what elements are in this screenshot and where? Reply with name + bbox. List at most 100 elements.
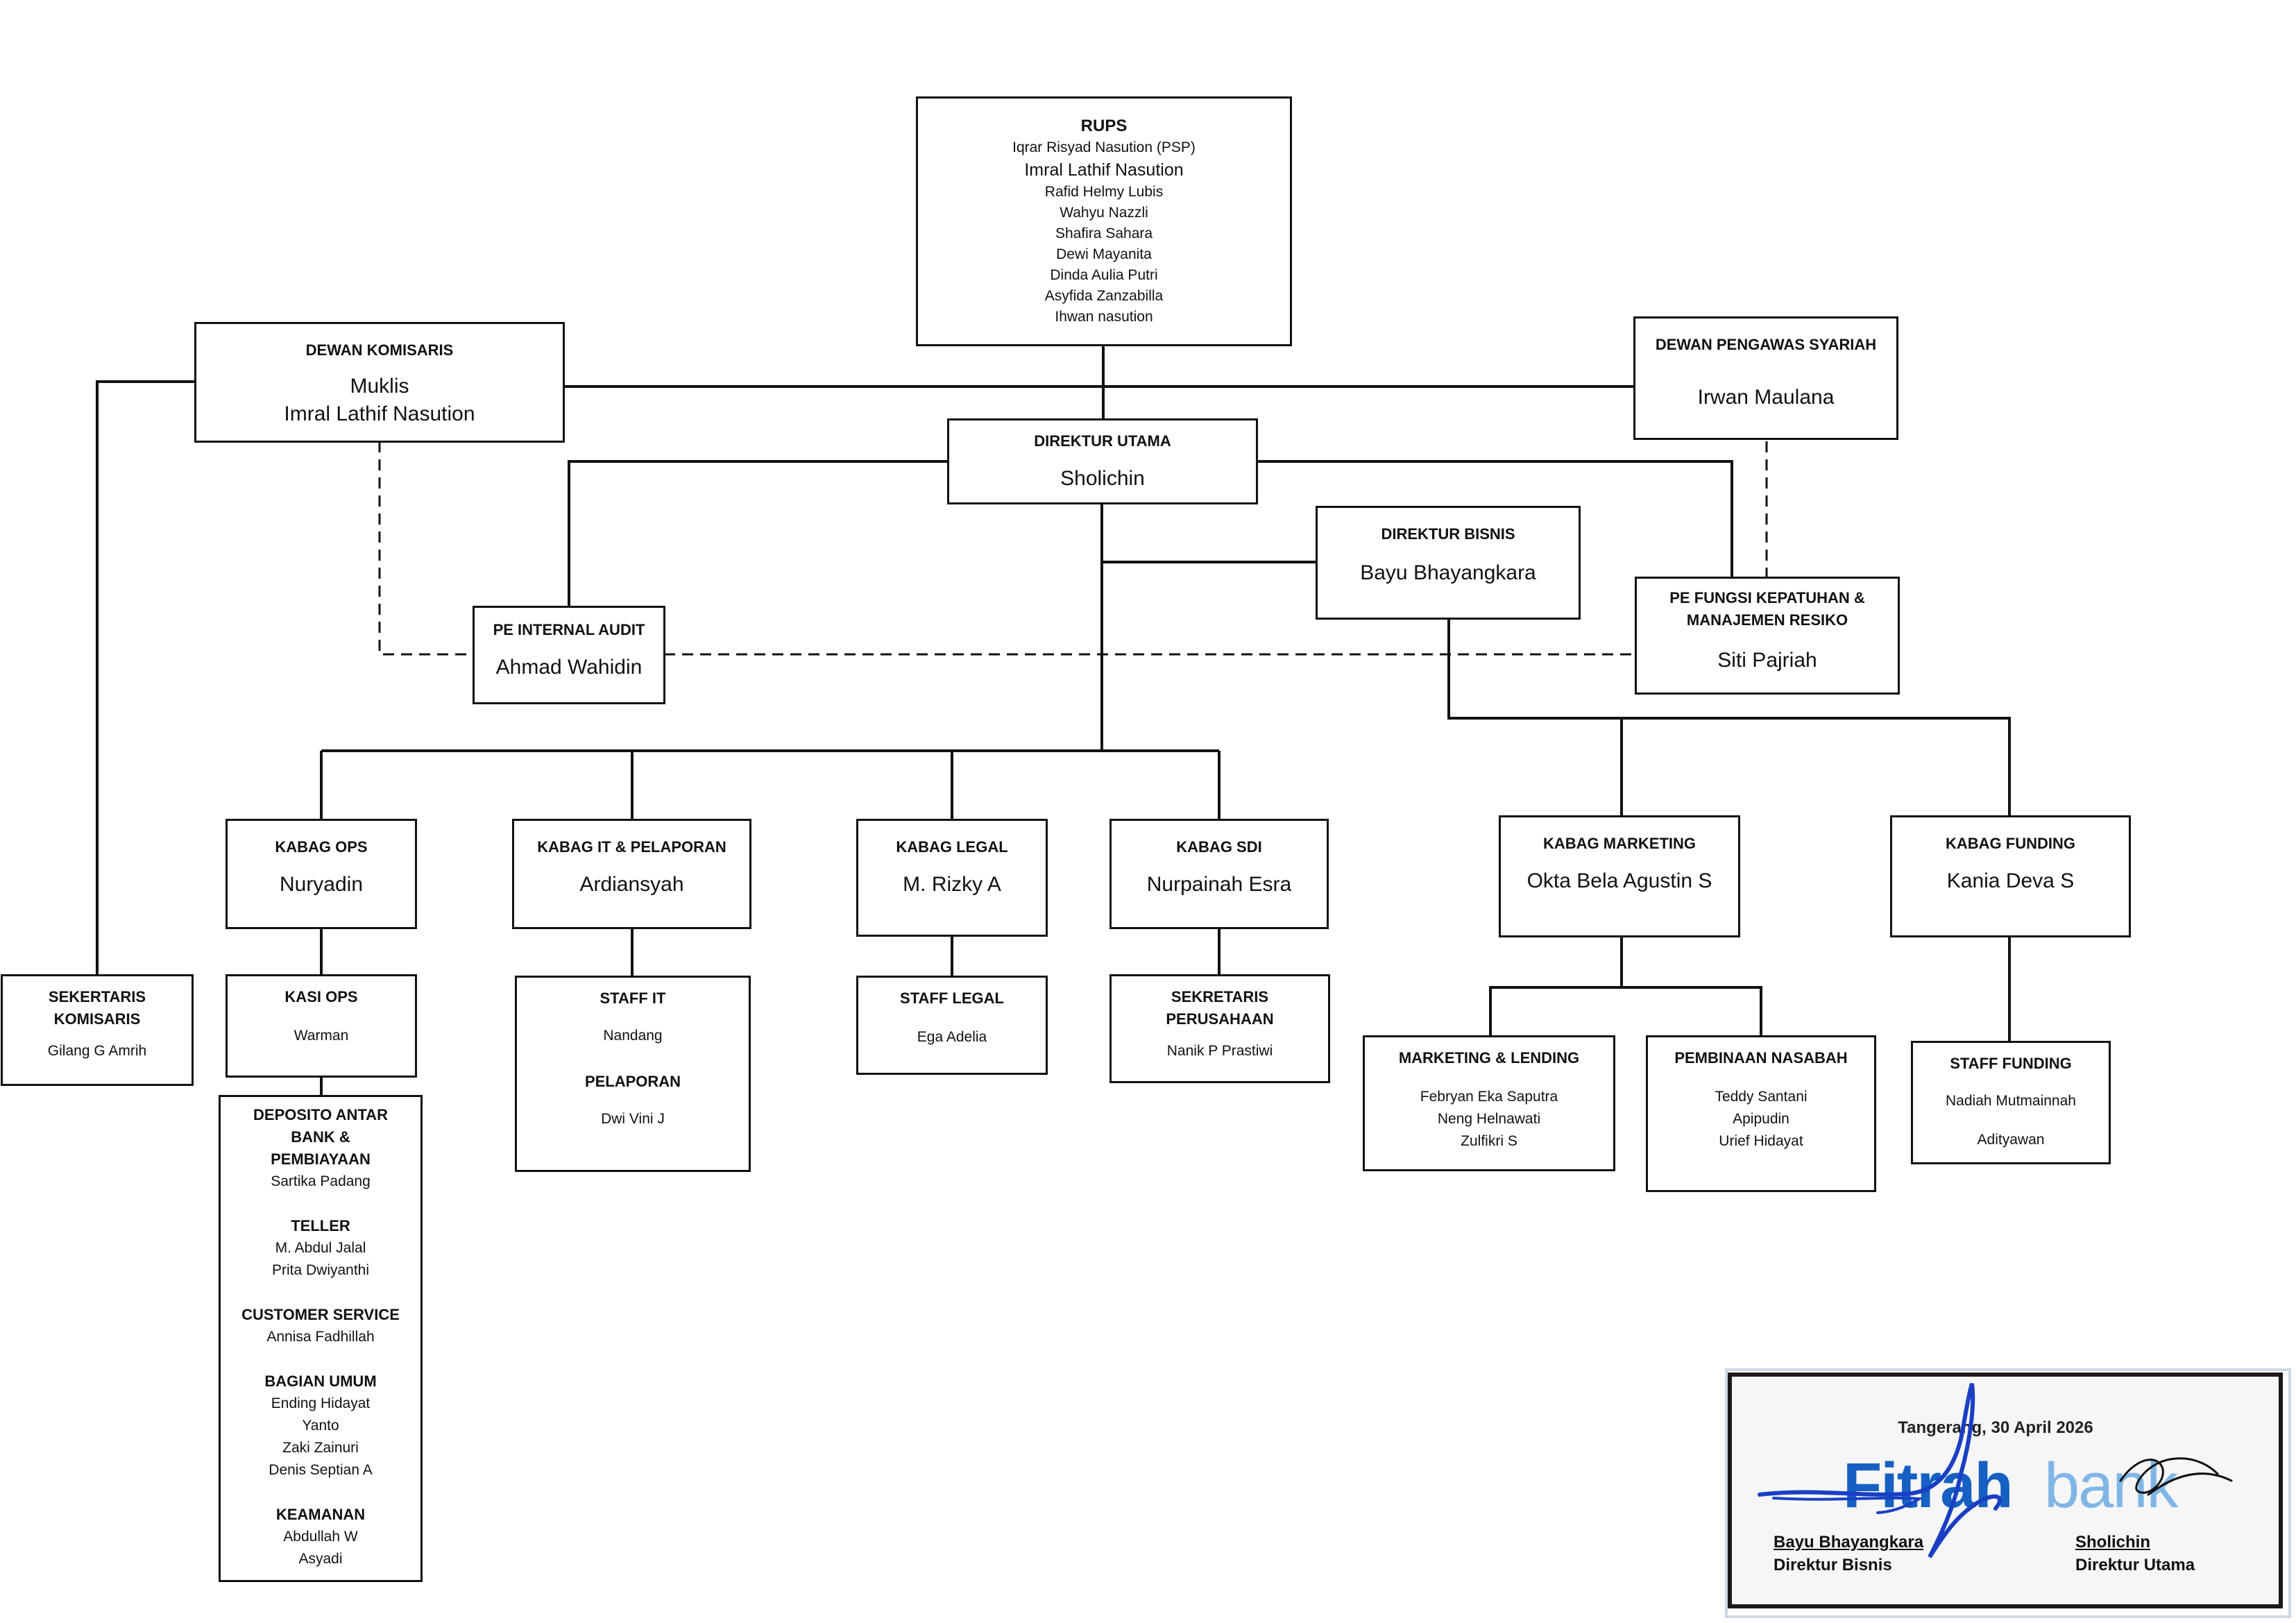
connector-direktur-audit	[568, 460, 949, 607]
bagian-umum-name: Yanto	[302, 1418, 339, 1434]
dewan-pengawas-name: Irwan Maulana	[1697, 386, 1835, 409]
connector-direktur-kepatuhan	[1257, 460, 1733, 578]
dewan-komisaris-name: Muklis	[350, 375, 409, 398]
staff-legal-box: STAFF LEGAL Ega Adelia	[856, 976, 1048, 1075]
rups-member: Imral Lathif Nasution	[1024, 160, 1184, 180]
bagian-umum-name: Zaki Zainuri	[282, 1440, 359, 1456]
sekertaris-komisaris-name: Gilang G Amrih	[47, 1043, 147, 1059]
pe-internal-audit-box: PE INTERNAL AUDIT Ahmad Wahidin	[473, 606, 665, 704]
keamanan-name: Asyadi	[298, 1551, 343, 1567]
rups-box: RUPS Iqrar Risyad Nasution (PSP) Imral L…	[916, 96, 1292, 346]
rups-member: Asyfida Zanzabilla	[1044, 288, 1164, 304]
signer1-name: Bayu Bhayangkara	[1774, 1533, 1924, 1552]
signature-left-flourish	[1772, 1496, 1924, 1514]
kabag-legal-box: KABAG LEGAL M. Rizky A	[856, 819, 1048, 937]
sekretaris-perusahaan-name: Nanik P Prastiwi	[1166, 1043, 1273, 1059]
staff-it-name: Nandang	[603, 1028, 663, 1044]
kasi-ops-box: KASI OPS Warman	[226, 974, 417, 1078]
connector-marketing-lending	[1489, 936, 1623, 1037]
pembinaan-nasabah-name: Urief Hidayat	[1719, 1133, 1803, 1149]
sekertaris-komisaris-title: SEKERTARIS KOMISARIS	[48, 988, 146, 1028]
dewan-komisaris-name: Imral Lathif Nasution	[284, 402, 475, 425]
marketing-lending-box: MARKETING & LENDING Febryan Eka Saputra …	[1363, 1035, 1615, 1171]
rups-member: Shafira Sahara	[1055, 226, 1153, 241]
kabag-funding-title: KABAG FUNDING	[1946, 835, 2075, 852]
signature-strokes	[1758, 1383, 2233, 1558]
kabag-legal-name: M. Rizky A	[903, 873, 1001, 896]
dewan-komisaris-title: DEWAN KOMISARIS	[305, 341, 454, 359]
customer-service-title: CUSTOMER SERVICE	[241, 1306, 400, 1323]
pembinaan-nasabah-name: Apipudin	[1733, 1111, 1789, 1127]
kabag-it-box: KABAG IT & PELAPORAN Ardiansyah	[512, 819, 751, 929]
dewan-pengawas-syariah-box: DEWAN PENGAWAS SYARIAH Irwan Maulana	[1633, 316, 1898, 440]
rups-member: Wahyu Nazzli	[1060, 205, 1148, 221]
pembinaan-nasabah-title: PEMBINAAN NASABAH	[1674, 1049, 1848, 1067]
staff-it-title: STAFF IT	[599, 989, 666, 1007]
direktur-bisnis-title: DIREKTUR BISNIS	[1381, 525, 1515, 543]
sekretaris-perusahaan-box: SEKRETARIS PERUSAHAAN Nanik P Prastiwi	[1109, 974, 1330, 1083]
sekertaris-komisaris-box: SEKERTARIS KOMISARIS Gilang G Amrih	[1, 974, 194, 1086]
kabag-sdi-box: KABAG SDI Nurpainah Esra	[1109, 819, 1329, 929]
pe-fungsi-kepatuhan-name: Siti Pajriah	[1717, 649, 1817, 672]
deposito-title: DEPOSITO ANTAR BANK & PEMBIAYAAN	[253, 1106, 388, 1168]
kabag-funding-box: KABAG FUNDING Kania Deva S	[1890, 815, 2131, 937]
kabag-marketing-title: KABAG MARKETING	[1543, 835, 1696, 852]
signer1-role: Direktur Bisnis	[1774, 1556, 1892, 1574]
staff-funding-name: Nadiah Mutmainnah	[1946, 1093, 2076, 1109]
bagian-umum-name: Denis Septian A	[269, 1462, 373, 1478]
staff-legal-title: STAFF LEGAL	[900, 989, 1004, 1007]
pelaporan-name: Dwi Vini J	[601, 1111, 665, 1127]
bagian-umum-title: BAGIAN UMUM	[264, 1373, 377, 1390]
pe-fungsi-kepatuhan-box: PE FUNGSI KEPATUHAN & MANAJEMEN RESIKO S…	[1635, 577, 1900, 695]
teller-name: M. Abdul Jalal	[275, 1240, 366, 1256]
stamp-frame	[1725, 1368, 2291, 1618]
rups-member: Dewi Mayanita	[1056, 246, 1152, 262]
pe-internal-audit-title: PE INTERNAL AUDIT	[493, 621, 645, 638]
pembinaan-nasabah-name: Teddy Santani	[1715, 1089, 1808, 1105]
kabag-sdi-name: Nurpainah Esra	[1146, 873, 1292, 896]
kabag-it-name: Ardiansyah	[579, 873, 684, 896]
direktur-utama-title: DIREKTUR UTAMA	[1034, 432, 1171, 450]
signature-right	[2119, 1457, 2233, 1496]
bank-logo-text: Fitrah	[1843, 1450, 2014, 1521]
marketing-lending-title: MARKETING & LENDING	[1398, 1049, 1580, 1067]
kabag-sdi-title: KABAG SDI	[1176, 838, 1262, 856]
kabag-ops-box: KABAG OPS Nuryadin	[226, 819, 417, 929]
dashed-komisaris-audit	[378, 441, 473, 656]
direktur-utama-box: DIREKTUR UTAMA Sholichin	[947, 418, 1258, 504]
customer-service-name: Annisa Fadhillah	[266, 1329, 375, 1345]
pe-fungsi-kepatuhan-title: PE FUNGSI KEPATUHAN & MANAJEMEN RESIKO	[1669, 589, 1865, 629]
rups-title: RUPS	[1080, 117, 1128, 135]
staff-it-box: STAFF IT Nandang PELAPORAN Dwi Vini J	[515, 976, 751, 1172]
keamanan-title: KEAMANAN	[275, 1506, 366, 1523]
pembinaan-nasabah-box: PEMBINAAN NASABAH Teddy Santani Apipudin…	[1646, 1035, 1876, 1192]
rups-member: Dinda Aulia Putri	[1050, 267, 1158, 283]
rups-member: Iqrar Risyad Nasution (PSP)	[1012, 139, 1196, 155]
kabag-marketing-box: KABAG MARKETING Okta Bela Agustin S	[1499, 815, 1740, 937]
kabag-ops-title: KABAG OPS	[275, 838, 368, 856]
connector-komisaris-sekertaris	[96, 380, 196, 976]
staff-funding-name: Adityawan	[1977, 1132, 2045, 1148]
rups-member: Ihwan nasution	[1055, 309, 1153, 325]
direktur-bisnis-name: Bayu Bhayangkara	[1360, 561, 1536, 584]
signer2-name: Sholichin	[2075, 1533, 2150, 1552]
staff-funding-title: STAFF FUNDING	[1950, 1055, 2072, 1072]
direktur-bisnis-box: DIREKTUR BISNIS Bayu Bhayangkara	[1316, 506, 1581, 620]
marketing-lending-name: Febryan Eka Saputra	[1420, 1089, 1558, 1105]
keamanan-name: Abdullah W	[283, 1529, 358, 1545]
staff-legal-name: Ega Adelia	[917, 1029, 987, 1045]
kabag-ops-name: Nuryadin	[279, 873, 364, 896]
operations-staff-box: DEPOSITO ANTAR BANK & PEMBIAYAAN Sartika…	[219, 1095, 423, 1582]
direktur-utama-name: Sholichin	[1060, 467, 1145, 490]
staff-funding-box: STAFF FUNDING Nadiah Mutmainnah Adityawa…	[1911, 1041, 2111, 1164]
bagian-umum-name: Ending Hidayat	[271, 1395, 371, 1411]
connector-bisnis-funding	[1447, 618, 2011, 817]
kasi-ops-name: Warman	[294, 1028, 349, 1044]
marketing-lending-name: Neng Helnawati	[1437, 1111, 1541, 1127]
connector-marketing-pembinaan	[1622, 986, 1762, 1037]
dewan-komisaris-box: DEWAN KOMISARIS Muklis Imral Lathif Nasu…	[194, 322, 565, 443]
kasi-ops-title: KASI OPS	[284, 988, 358, 1005]
approval-date: Tangerang, 30 April 2026	[1898, 1418, 2093, 1437]
